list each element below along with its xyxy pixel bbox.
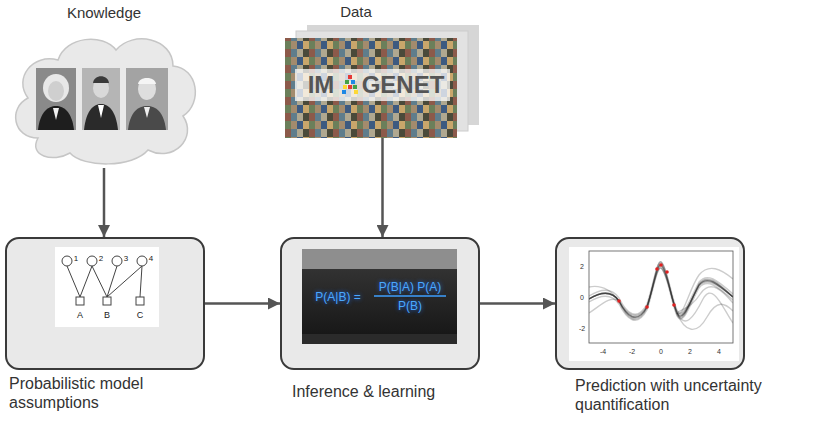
process-box: Probabilistic model assumptions1234ABC — [5, 237, 205, 370]
formula-text: P(B) — [398, 300, 422, 312]
connector-arrow — [205, 302, 280, 305]
tick-label: 2 — [580, 263, 584, 270]
tick-label: 0 — [580, 294, 584, 301]
node-number: 1 — [74, 255, 78, 263]
node-heading: Knowledge — [67, 4, 141, 22]
tick-label: -2 — [579, 325, 585, 332]
node-heading: Data — [340, 3, 372, 21]
logo-text: IM — [308, 73, 335, 97]
node-number: 3 — [124, 255, 128, 263]
formula-photo — [282, 239, 478, 368]
tick-label: 2 — [688, 348, 692, 355]
node-caption: Probabilistic model assumptions — [9, 374, 174, 412]
tick-label: -2 — [629, 348, 635, 355]
formula-text: P(B|A) P(A) — [379, 281, 441, 293]
node-number: 2 — [99, 255, 103, 263]
knowledge-cloud: Knowledge — [8, 28, 200, 168]
tick-label: 0 — [659, 348, 663, 355]
factor-letter: A — [77, 311, 83, 320]
factor-letter: C — [137, 311, 144, 320]
node-caption: Inference & learning — [292, 382, 482, 401]
node-number: 4 — [149, 255, 153, 263]
formula-text: P(A|B) = — [315, 291, 360, 303]
connector-arrow — [381, 138, 384, 237]
data-stack: DataIMGENET — [285, 25, 480, 138]
uncertainty-plot — [557, 239, 743, 368]
tick-label: 4 — [717, 348, 721, 355]
connector-arrow — [103, 168, 106, 237]
factor-letter: B — [104, 311, 110, 320]
process-box: Inference & learningP(A|B) =P(B|A) P(A)P… — [280, 237, 480, 370]
tick-label: -4 — [600, 348, 606, 355]
logo-text: GENET — [362, 73, 445, 97]
connector-arrow — [480, 302, 555, 305]
cloud-illustration — [8, 28, 200, 168]
process-box: Prediction with uncertainty quantificati… — [555, 237, 745, 370]
node-caption: Prediction with uncertainty quantificati… — [575, 376, 790, 414]
factor-graph-illustration — [7, 239, 203, 368]
